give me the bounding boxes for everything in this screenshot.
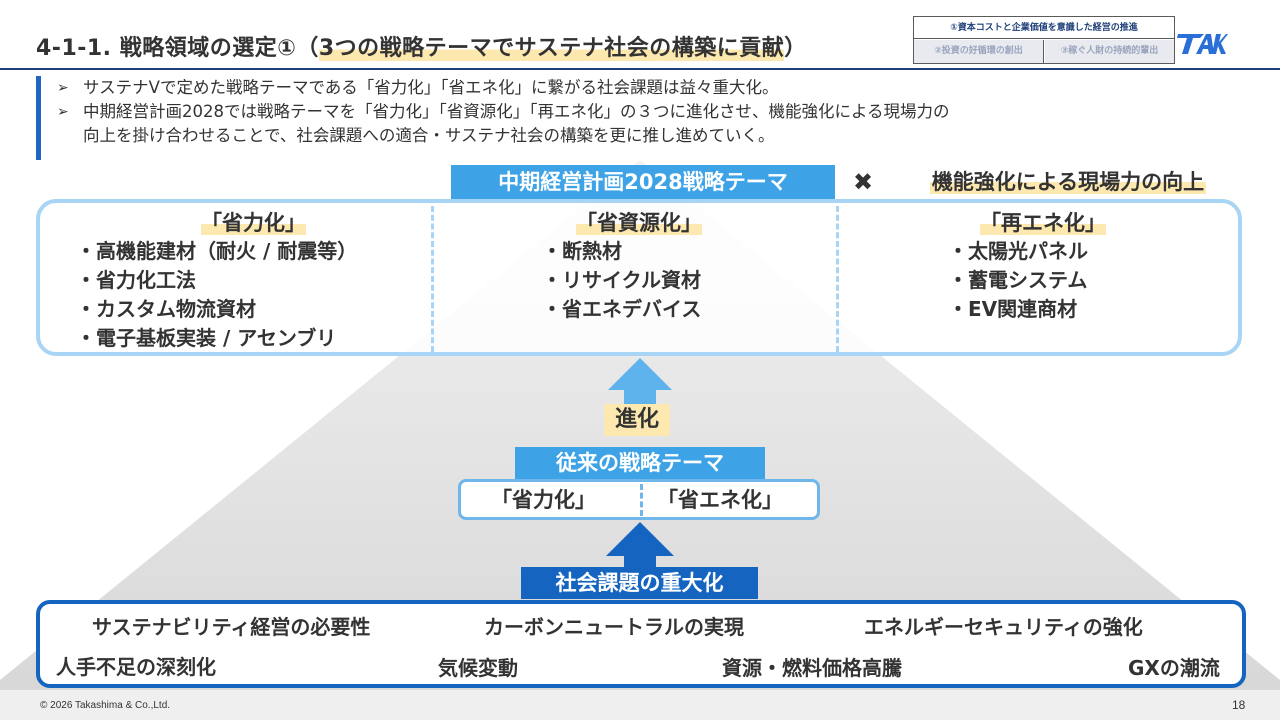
title-underline: [0, 68, 1280, 70]
issue-item: エネルギーセキュリティの強化: [864, 615, 1143, 639]
intro-item: ➢ 中期経営計画2028では戦略テーマを「省力化」「省資源化」「再エネ化」の３つに…: [55, 100, 1246, 124]
list-item: ・EV関連商材: [948, 297, 1078, 321]
list-item: ・リサイクル資材: [542, 268, 701, 292]
old-themes-header: 従来の戦略テーマ: [515, 447, 765, 479]
up-arrow-dark-icon: [606, 522, 674, 568]
theme-column-resource-saving: 「省資源化」 ・断熱材 ・リサイクル資材 ・省エネデバイス: [442, 209, 836, 324]
social-issues-box: サステナビリティ経営の必要性 カーボンニュートラルの実現 エネルギーセキュリティ…: [36, 600, 1246, 688]
intro-line: サステナVで定めた戦略テーマである「省力化」「省エネ化」に繋がる社会課題は益々重…: [83, 78, 779, 97]
strategy-themes-box: 「省力化」 ・高機能建材（耐火 / 耐震等） ・省力化工法 ・カスタム物流資材 …: [36, 199, 1242, 356]
cross-icon: ✖: [852, 168, 874, 196]
footer: © 2026 Takashima & Co.,Ltd. 18: [0, 690, 1280, 720]
evolution-label: 進化: [604, 404, 670, 436]
theme-items: ・太陽光パネル ・蓄電システム ・EV関連商材: [848, 237, 1238, 324]
title-bar: 4-1-1. 戦略領域の選定①（3つの戦略テーマでサステナ社会の構築に貢献） ①…: [0, 0, 1280, 72]
list-item: ・省力化工法: [76, 268, 196, 292]
copyright: © 2026 Takashima & Co.,Ltd.: [40, 700, 171, 711]
theme-title: 「省資源化」: [442, 209, 836, 237]
themes-header: 中期経営計画2028戦略テーマ: [451, 165, 835, 199]
theme-title-text: 「省資源化」: [576, 211, 702, 235]
list-item: ・高機能建材（耐火 / 耐震等）: [76, 239, 358, 263]
title-highlight: 3つの戦略テーマでサステナ社会の構築に貢献: [318, 36, 785, 61]
theme-title: 「省力化」: [76, 209, 431, 237]
column-divider: [836, 206, 839, 352]
company-logo: [1177, 34, 1228, 54]
theme-title-text: 「省力化」: [201, 211, 306, 235]
theme-title: 「再エネ化」: [848, 209, 1238, 237]
title-prefix: 4-1-1. 戦略領域の選定①（: [36, 36, 319, 61]
old-theme-item: 「省エネ化」: [657, 488, 783, 512]
list-item: ・カスタム物流資材: [76, 297, 256, 321]
list-item: ・太陽光パネル: [948, 239, 1088, 263]
title-suffix: ）: [784, 36, 807, 61]
issue-item: サステナビリティ経営の必要性: [92, 615, 371, 639]
list-item: ・断熱材: [542, 239, 622, 263]
theme-items: ・高機能建材（耐火 / 耐震等） ・省力化工法 ・カスタム物流資材 ・電子基板実…: [76, 237, 431, 353]
issues-header: 社会課題の重大化: [521, 567, 758, 599]
issue-item: 資源・燃料価格高騰: [722, 656, 902, 680]
badge-bottom-left: ②投資の好循環の創出: [914, 40, 1044, 63]
theme-items: ・断熱材 ・リサイクル資材 ・省エネデバイス: [442, 237, 836, 324]
intro-line: 向上を掛け合わせることで、社会課題への適合・サステナ社会の構築を更に推し進めてい…: [83, 126, 775, 145]
function-header-text: 機能強化による現場力の向上: [929, 170, 1207, 194]
list-item: ・電子基板実装 / アセンブリ: [76, 326, 337, 350]
bullet-arrow-icon: ➢: [57, 104, 69, 120]
page-title: 4-1-1. 戦略領域の選定①（3つの戦略テーマでサステナ社会の構築に貢献）: [36, 30, 807, 62]
badge-top: ①資本コストと企業価値を意識した経営の推進: [914, 17, 1174, 39]
badge-bottom-right: ③稼ぐ人財の持続的輩出: [1045, 40, 1174, 63]
list-item: ・省エネデバイス: [542, 297, 702, 321]
old-theme-item: 「省力化」: [491, 488, 596, 512]
column-divider: [431, 206, 434, 352]
function-header: 機能強化による現場力の向上: [892, 165, 1244, 199]
intro-item-continuation: 向上を掛け合わせることで、社会課題への適合・サステナ社会の構築を更に推し進めてい…: [55, 124, 1246, 148]
issue-item: GXの潮流: [1128, 656, 1220, 680]
intro-item: ➢ サステナVで定めた戦略テーマである「省力化」「省エネ化」に繋がる社会課題は益々…: [55, 76, 1246, 100]
policy-badge: ①資本コストと企業価値を意識した経営の推進 ②投資の好循環の創出 ③稼ぐ人財の持…: [913, 16, 1175, 64]
issue-item: 人手不足の深刻化: [56, 655, 216, 679]
theme-title-text: 「再エネ化」: [980, 211, 1106, 235]
page-number: 18: [1232, 698, 1246, 712]
intro-line: 中期経営計画2028では戦略テーマを「省力化」「省資源化」「再エネ化」の３つに進…: [83, 102, 950, 121]
up-arrow-light-icon: [608, 358, 672, 404]
intro-text: ➢ サステナVで定めた戦略テーマである「省力化」「省エネ化」に繋がる社会課題は益々…: [36, 76, 1246, 160]
column-divider: [640, 484, 643, 516]
old-themes-box: 「省力化」 「省エネ化」: [458, 479, 820, 520]
theme-column-renewable: 「再エネ化」 ・太陽光パネル ・蓄電システム ・EV関連商材: [848, 209, 1238, 324]
bullet-arrow-icon: ➢: [57, 80, 69, 96]
list-item: ・蓄電システム: [948, 268, 1088, 292]
theme-column-labor-saving: 「省力化」 ・高機能建材（耐火 / 耐震等） ・省力化工法 ・カスタム物流資材 …: [76, 209, 431, 353]
issue-item: 気候変動: [438, 656, 518, 680]
issue-item: カーボンニュートラルの実現: [484, 615, 744, 639]
